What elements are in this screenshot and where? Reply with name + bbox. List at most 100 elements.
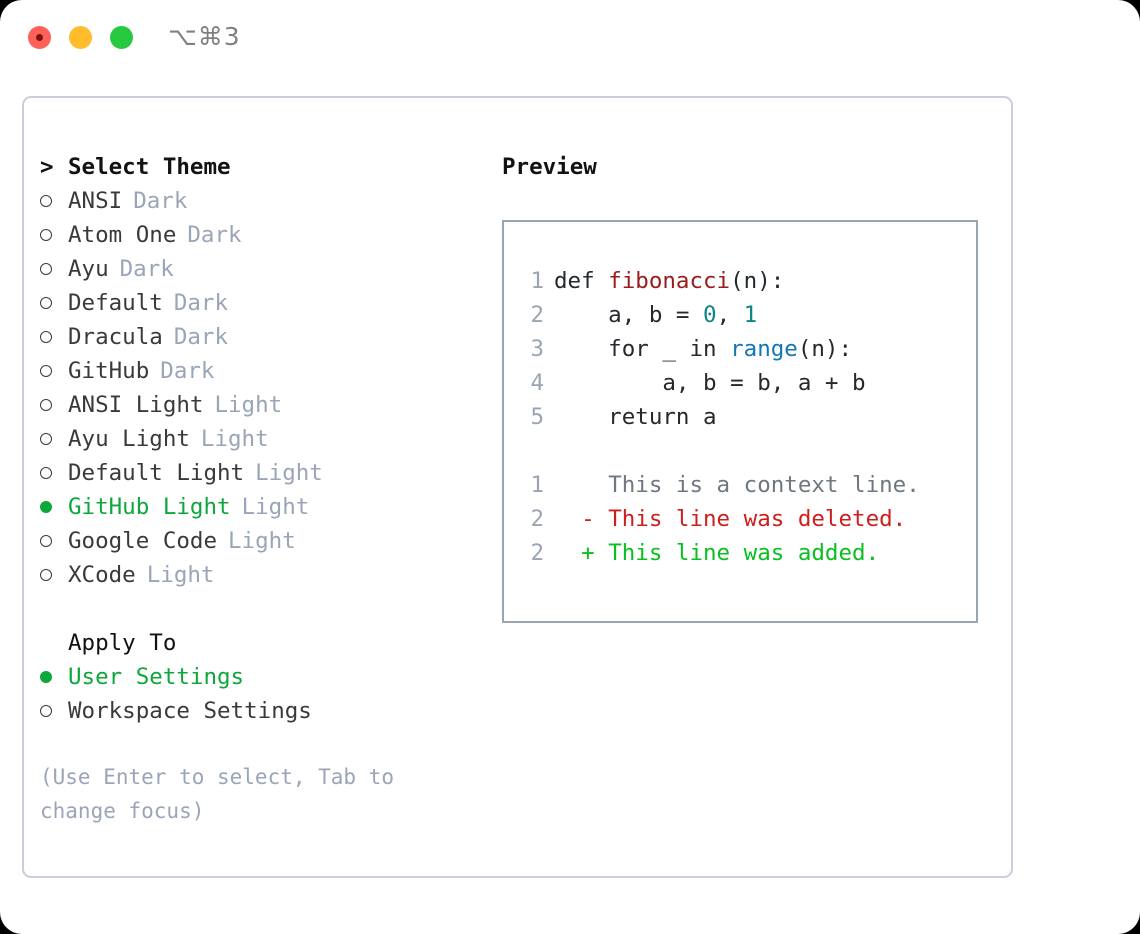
radio-unselected-icon <box>40 399 68 411</box>
line-number: 2 <box>530 540 544 566</box>
theme-option-ansi[interactable]: ANSI Dark <box>40 184 480 218</box>
theme-option-ansi-light[interactable]: ANSI Light Light <box>40 388 480 422</box>
theme-option-label: Google Code <box>68 528 218 554</box>
diff-text: This line was deleted. <box>608 506 907 532</box>
code-token: a, b = b, a + b <box>554 370 866 396</box>
diff-text: This line was added. <box>608 540 880 566</box>
diff-line-ctx: 1 This is a context line. <box>518 468 920 502</box>
section-spacer <box>40 592 480 626</box>
radio-unselected-icon <box>40 433 68 445</box>
theme-variant-tag: Light <box>214 392 283 418</box>
preview-panel: 1 def fibonacci(n): 2 a, b = 0, 1 3 for _ i… <box>502 220 978 623</box>
line-number: 2 <box>530 302 544 328</box>
title-bar: ⌥⌘3 <box>0 0 1140 78</box>
radio-selected-icon <box>40 671 68 683</box>
radio-unselected-icon <box>40 195 68 207</box>
radio-selected-icon <box>40 501 68 513</box>
theme-option-label: Default <box>68 290 163 316</box>
code-line: 5 return a <box>518 400 920 434</box>
radio-unselected-icon <box>40 297 68 309</box>
theme-variant-tag: Light <box>228 528 296 554</box>
select-theme-heading-label: Select Theme <box>68 154 231 180</box>
radio-unselected-icon <box>40 331 68 343</box>
diff-marker: - <box>554 506 609 532</box>
theme-option-label: Dracula <box>68 324 163 350</box>
theme-variant-tag: Light <box>146 562 215 588</box>
line-number: 5 <box>530 404 544 430</box>
radio-unselected-icon <box>40 229 68 241</box>
window-controls <box>28 26 133 49</box>
code-sample: 1 def fibonacci(n): 2 a, b = 0, 1 3 for _ i… <box>518 264 920 570</box>
theme-option-github[interactable]: GitHub Dark <box>40 354 480 388</box>
theme-option-label: ANSI Light <box>68 392 204 418</box>
zoom-button[interactable] <box>110 26 133 49</box>
theme-option-google-code[interactable]: Google Code Light <box>40 524 480 558</box>
line-number: 4 <box>530 370 544 396</box>
code-token: def <box>554 268 609 294</box>
keyboard-hint-text: (Use Enter to select, Tab to change focu… <box>40 765 395 823</box>
radio-unselected-icon <box>40 365 68 377</box>
apply-to-heading: Apply To <box>40 626 480 660</box>
apply-to-option-label: Workspace Settings <box>68 698 312 724</box>
theme-option-label: Default Light <box>68 460 245 486</box>
code-token: fibonacci <box>608 268 731 294</box>
theme-variant-tag: Dark <box>173 290 229 316</box>
diff-line-del: 2 - This line was deleted. <box>518 502 920 536</box>
close-button[interactable] <box>28 26 51 49</box>
line-number: 1 <box>530 472 544 498</box>
theme-option-label: Ayu <box>68 256 109 282</box>
code-token: range <box>730 336 798 362</box>
theme-variant-tag: Dark <box>187 222 242 248</box>
code-token: , <box>716 302 744 328</box>
code-line: 3 for _ in range(n): <box>518 332 920 366</box>
theme-option-label: Atom One <box>68 222 177 248</box>
radio-unselected-icon <box>40 263 68 275</box>
radio-unselected-icon <box>40 705 68 717</box>
code-token: (n): <box>730 268 785 294</box>
code-token: for _ in <box>554 336 731 362</box>
apply-to-option-user-settings[interactable]: User Settings <box>40 660 480 694</box>
radio-unselected-icon <box>40 569 68 581</box>
theme-variant-tag: Dark <box>160 358 215 384</box>
code-token: 1 <box>743 302 758 328</box>
theme-option-xcode[interactable]: XCode Light <box>40 558 480 592</box>
theme-variant-tag: Dark <box>119 256 174 282</box>
theme-variant-tag: Dark <box>173 324 229 350</box>
theme-option-label: GitHub <box>68 358 150 384</box>
theme-option-label: Ayu Light <box>68 426 190 452</box>
theme-option-label: ANSI <box>68 188 123 214</box>
code-line: 1 def fibonacci(n): <box>518 264 920 298</box>
theme-option-label: GitHub Light <box>68 494 231 520</box>
radio-unselected-icon <box>40 467 68 479</box>
keyboard-shortcut-label: ⌥⌘3 <box>168 22 241 51</box>
diff-text: This is a context line. <box>608 472 920 498</box>
theme-option-atom-one[interactable]: Atom One Dark <box>40 218 480 252</box>
preview-heading-label: Preview <box>502 154 597 180</box>
line-number: 1 <box>530 268 544 294</box>
theme-option-dracula[interactable]: Dracula Dark <box>40 320 480 354</box>
theme-option-label: XCode <box>68 562 136 588</box>
apply-to-heading-label: Apply To <box>68 630 177 656</box>
theme-option-ayu[interactable]: Ayu Dark <box>40 252 480 286</box>
theme-variant-tag: Dark <box>133 188 188 214</box>
code-token: a, b = <box>554 302 704 328</box>
preview-heading: Preview <box>502 150 992 184</box>
line-number: 3 <box>530 336 544 362</box>
theme-option-default[interactable]: Default Dark <box>40 286 480 320</box>
minimize-button[interactable] <box>69 26 92 49</box>
code-blank-line <box>518 434 920 468</box>
code-token: return a <box>554 404 717 430</box>
preview-column: Preview 1 def fibonacci(n): 2 a, b = 0, 1 3… <box>502 150 992 623</box>
code-token: 0 <box>703 302 717 328</box>
select-theme-heading: >Select Theme <box>40 150 480 184</box>
apply-to-option-workspace-settings[interactable]: Workspace Settings <box>40 694 480 728</box>
line-number: 2 <box>530 506 544 532</box>
